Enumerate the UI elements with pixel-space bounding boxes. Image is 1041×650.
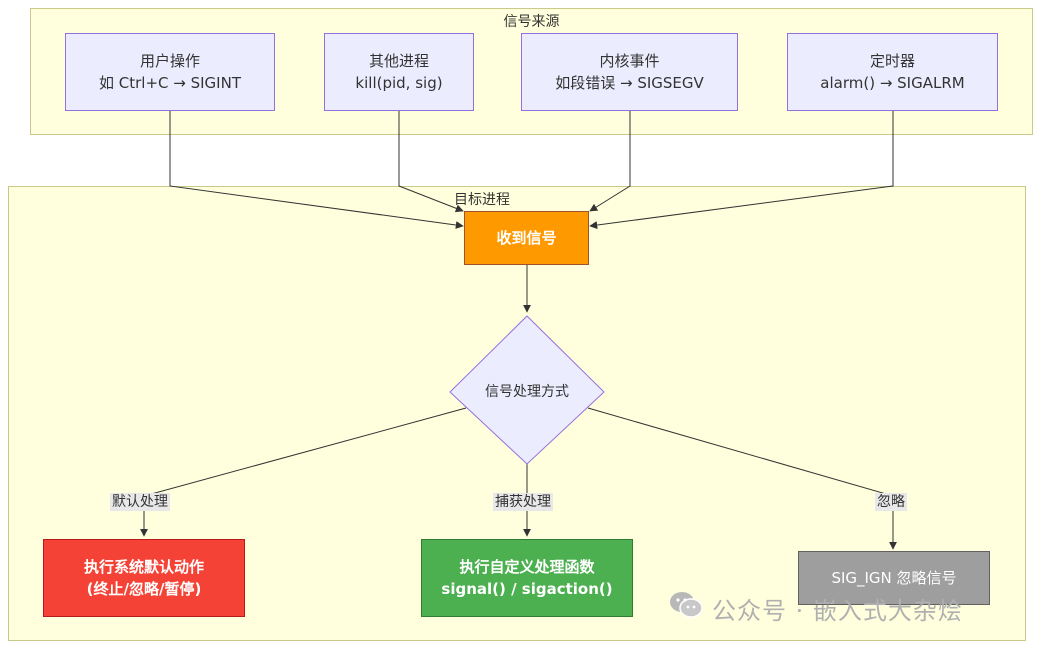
source-kernel-event-title: 内核事件 <box>599 52 660 70</box>
default-action-title: 执行系统默认动作 <box>83 558 204 576</box>
source-timer-detail: alarm() → SIGALRM <box>820 74 965 92</box>
edge-user-to-receive <box>169 111 464 229</box>
source-other-process-title: 其他进程 <box>368 52 429 70</box>
edge-process-to-receive <box>398 111 464 213</box>
signal-source-group-title: 信号来源 <box>503 14 560 30</box>
decision-diamond <box>449 315 605 465</box>
source-other-process: 其他进程 kill(pid, sig) <box>324 33 474 111</box>
source-user-action-title: 用户操作 <box>139 52 200 70</box>
custom-handler-title: 执行自定义处理函数 <box>459 558 595 576</box>
receive-signal-label: 收到信号 <box>496 229 557 247</box>
edge-decision-to-ignore <box>587 407 897 550</box>
source-user-action: 用户操作 如 Ctrl+C → SIGINT <box>65 33 275 111</box>
custom-handler-node: 执行自定义处理函数 signal() / sigaction() <box>421 539 633 617</box>
receive-signal-node: 收到信号 <box>464 211 589 265</box>
source-user-action-detail: 如 Ctrl+C → SIGINT <box>99 74 241 92</box>
source-other-process-detail: kill(pid, sig) <box>355 74 443 92</box>
source-kernel-event: 内核事件 如段错误 → SIGSEGV <box>521 33 738 111</box>
edge-label-catch: 捕获处理 <box>493 493 553 511</box>
source-kernel-event-detail: 如段错误 → SIGSEGV <box>555 74 704 92</box>
source-timer: 定时器 alarm() → SIGALRM <box>787 33 998 111</box>
source-timer-title: 定时器 <box>869 52 915 70</box>
watermark: 公众号 · 嵌入式大杂烩 <box>668 590 963 626</box>
default-action-node: 执行系统默认动作 (终止/忽略/暂停) <box>43 539 245 617</box>
edge-decision-to-default <box>140 407 467 537</box>
ignore-signal-node: SIG_IGN 忽略信号 <box>798 551 990 605</box>
watermark-text: 公众号 · 嵌入式大杂烩 <box>712 596 963 625</box>
edge-label-ignore: 忽略 <box>875 493 907 511</box>
edge-timer-to-receive <box>589 111 894 230</box>
edge-label-default: 默认处理 <box>110 493 170 511</box>
edge-kernel-to-receive <box>589 111 631 212</box>
decision-label: 信号处理方式 <box>485 384 569 400</box>
default-action-detail: (终止/忽略/暂停) <box>86 580 202 598</box>
target-process-group-title: 目标进程 <box>454 192 510 208</box>
custom-handler-detail: signal() / sigaction() <box>441 580 613 598</box>
ignore-signal-label: SIG_IGN 忽略信号 <box>831 569 957 587</box>
wechat-icon <box>668 590 704 626</box>
